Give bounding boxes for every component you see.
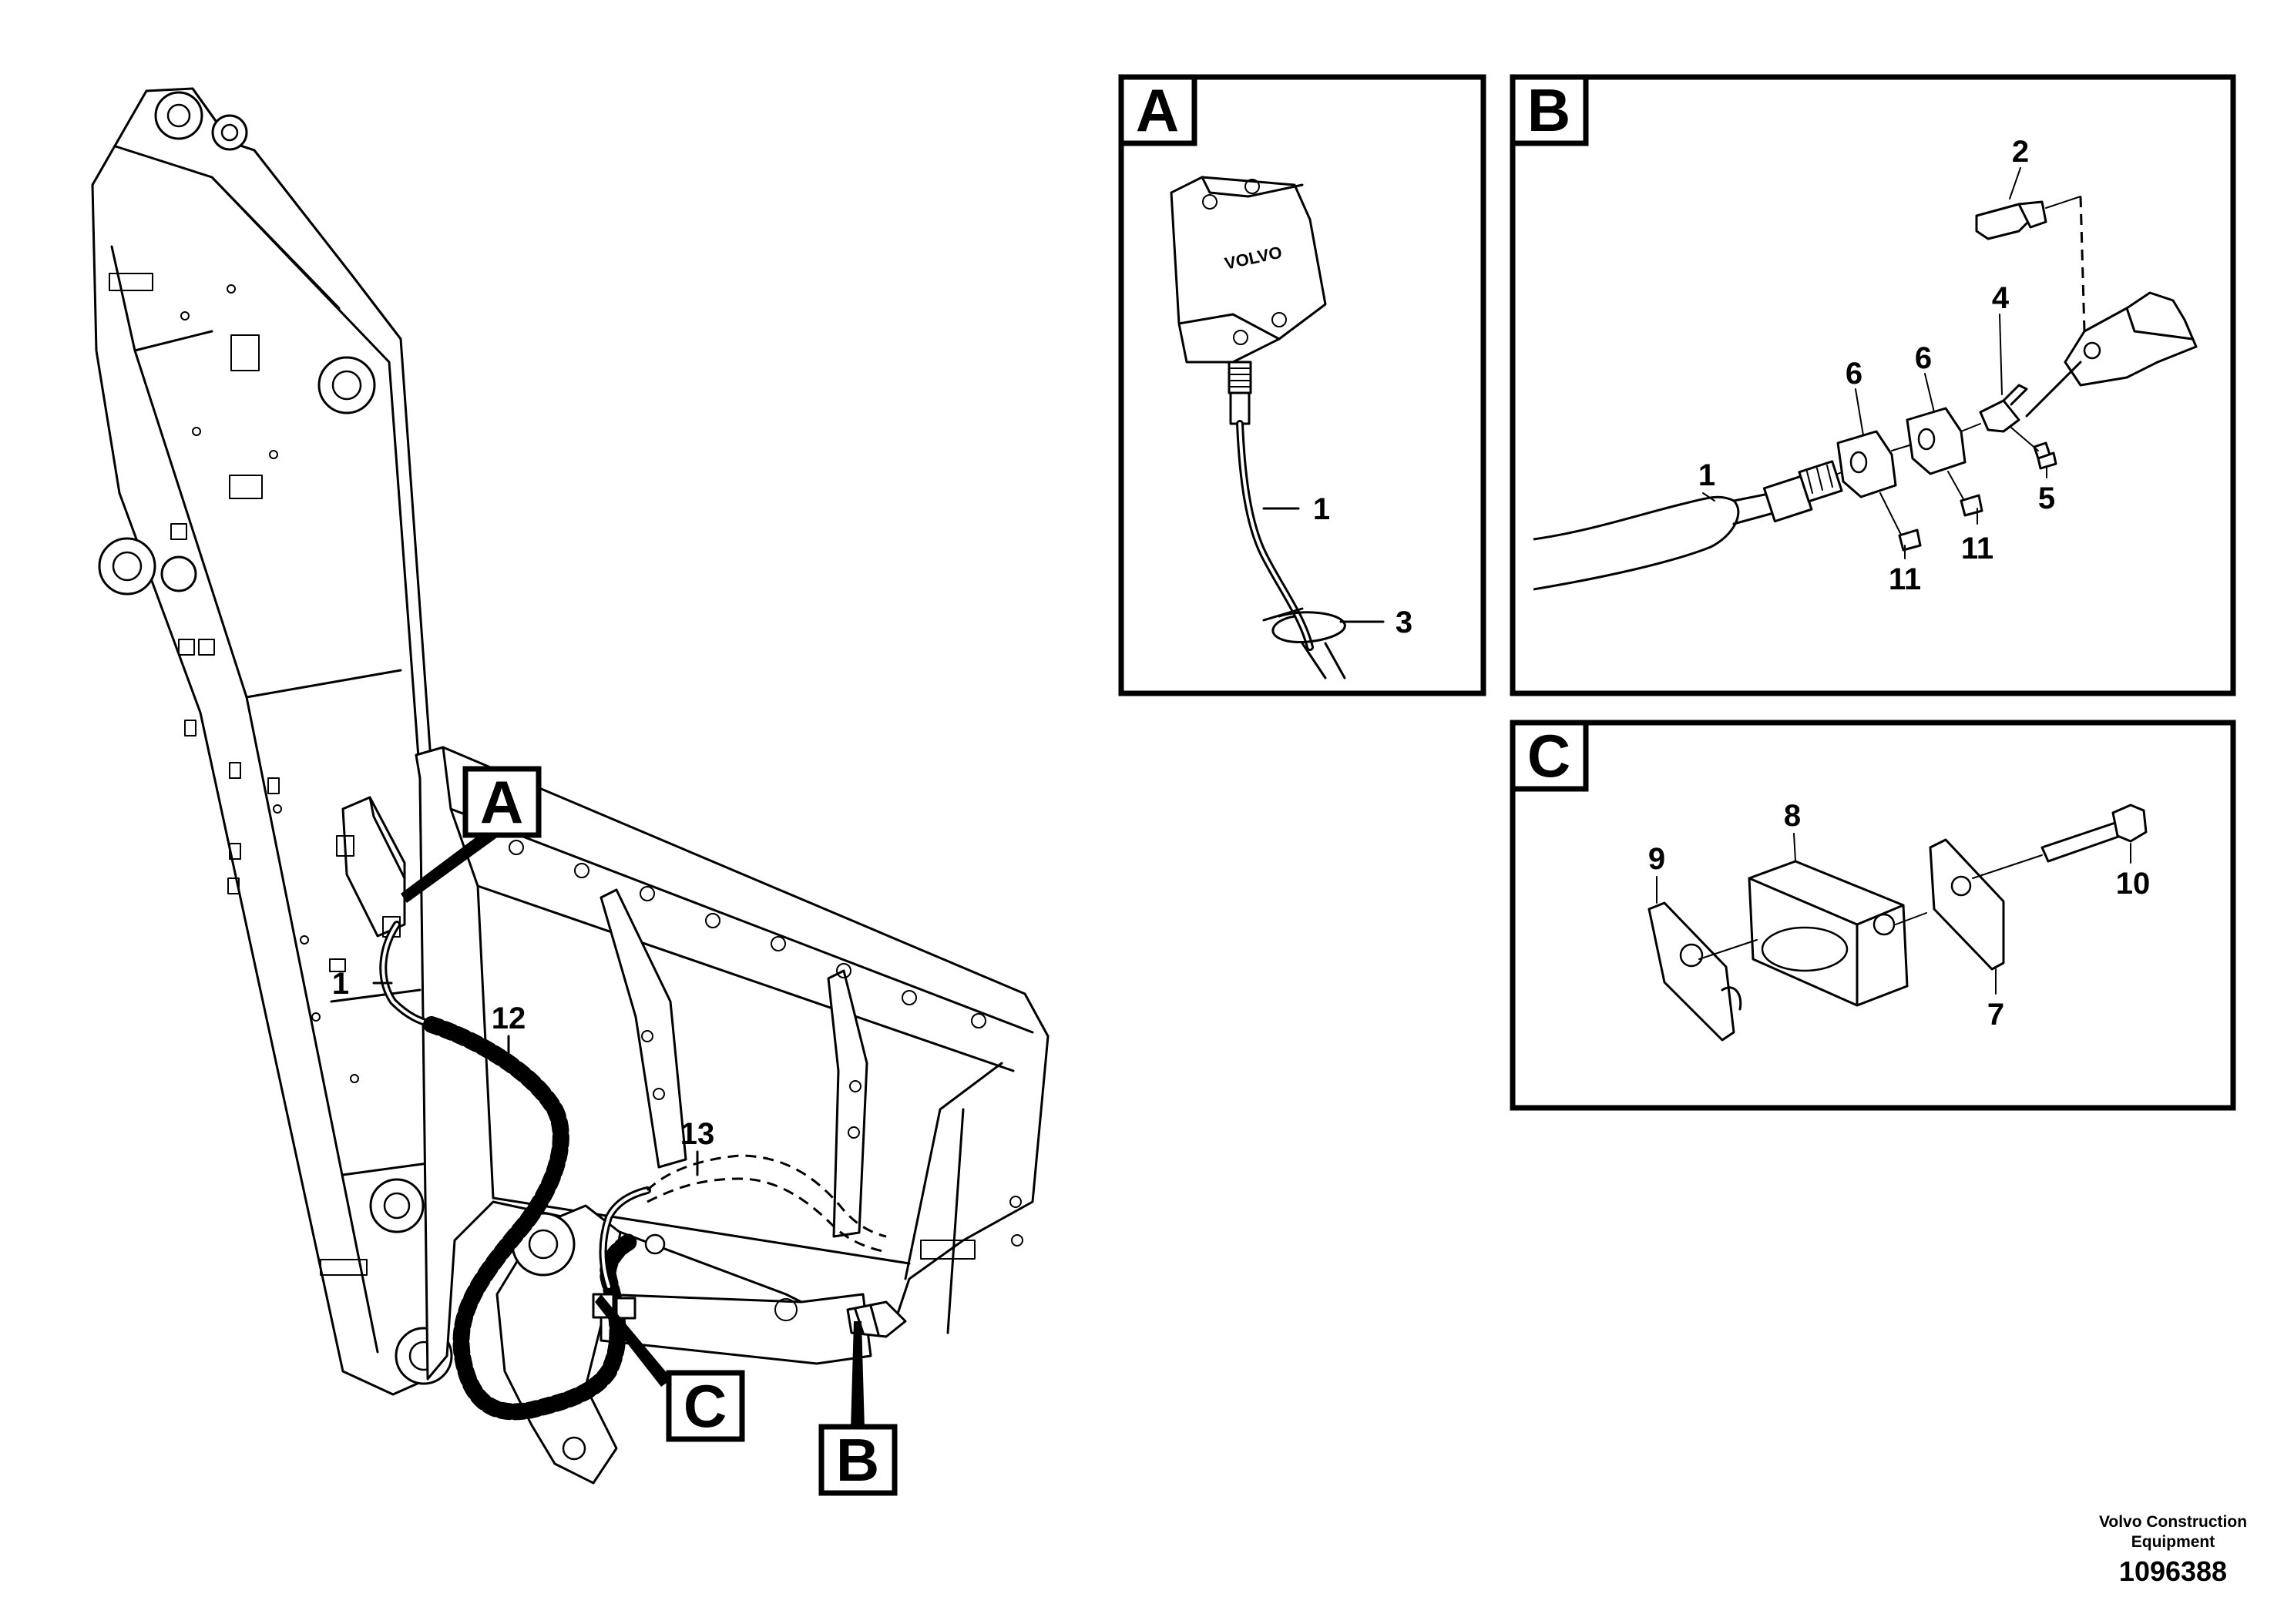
svg-text:C: C: [683, 1372, 727, 1440]
detail-view-b: B: [1510, 74, 2236, 696]
detail-b-callout-11b: 11: [1961, 532, 1993, 565]
svg-text:A: A: [1136, 76, 1179, 144]
svg-text:B: B: [1527, 76, 1570, 144]
credit-line-1: Volvo Construction: [2099, 1513, 2247, 1531]
overview-tag-b: B: [818, 1424, 898, 1496]
detail-b-callout-11a: 11: [1889, 562, 1921, 596]
overview-tag-c: C: [666, 1370, 745, 1442]
detail-b-callout-6a: 6: [1846, 357, 1862, 391]
detail-b-callout-6b: 6: [1915, 341, 1932, 375]
bucket-illustration: [415, 746, 1050, 1485]
detail-view-c: C 9 8 7 10: [1510, 720, 2236, 1111]
detail-view-a: A VOLVO 1 3: [1118, 74, 1486, 696]
svg-text:C: C: [1527, 722, 1570, 790]
overview-callout-12: 12: [492, 1002, 526, 1035]
detail-b-callout-5: 5: [2038, 481, 2055, 515]
overview-leaders: [372, 824, 865, 1429]
detail-b-callout-1: 1: [1698, 458, 1715, 492]
detail-b-callout-2: 2: [2012, 135, 2029, 169]
svg-text:B: B: [836, 1426, 879, 1494]
overview-callout-1: 1: [332, 967, 349, 1001]
overview-tag-a: A: [462, 766, 542, 838]
detail-c-callout-10: 10: [2116, 867, 2151, 901]
detail-b-callout-4: 4: [1992, 281, 2010, 315]
credit-line-2: Equipment: [2131, 1533, 2215, 1551]
credit-block: Volvo Construction Equipment 1096388: [2099, 1513, 2247, 1587]
detail-a-callout-3: 3: [1396, 606, 1412, 639]
svg-text:A: A: [480, 768, 523, 836]
detail-c-callout-7: 7: [1987, 998, 2004, 1032]
detail-c-callout-8: 8: [1784, 799, 1801, 833]
boom-arm-illustration: [91, 87, 453, 1396]
detail-a-callout-1: 1: [1313, 492, 1330, 526]
overview-callout-13: 13: [680, 1117, 715, 1151]
document-number: 1096388: [2119, 1555, 2227, 1587]
detail-c-callout-9: 9: [1648, 842, 1665, 876]
